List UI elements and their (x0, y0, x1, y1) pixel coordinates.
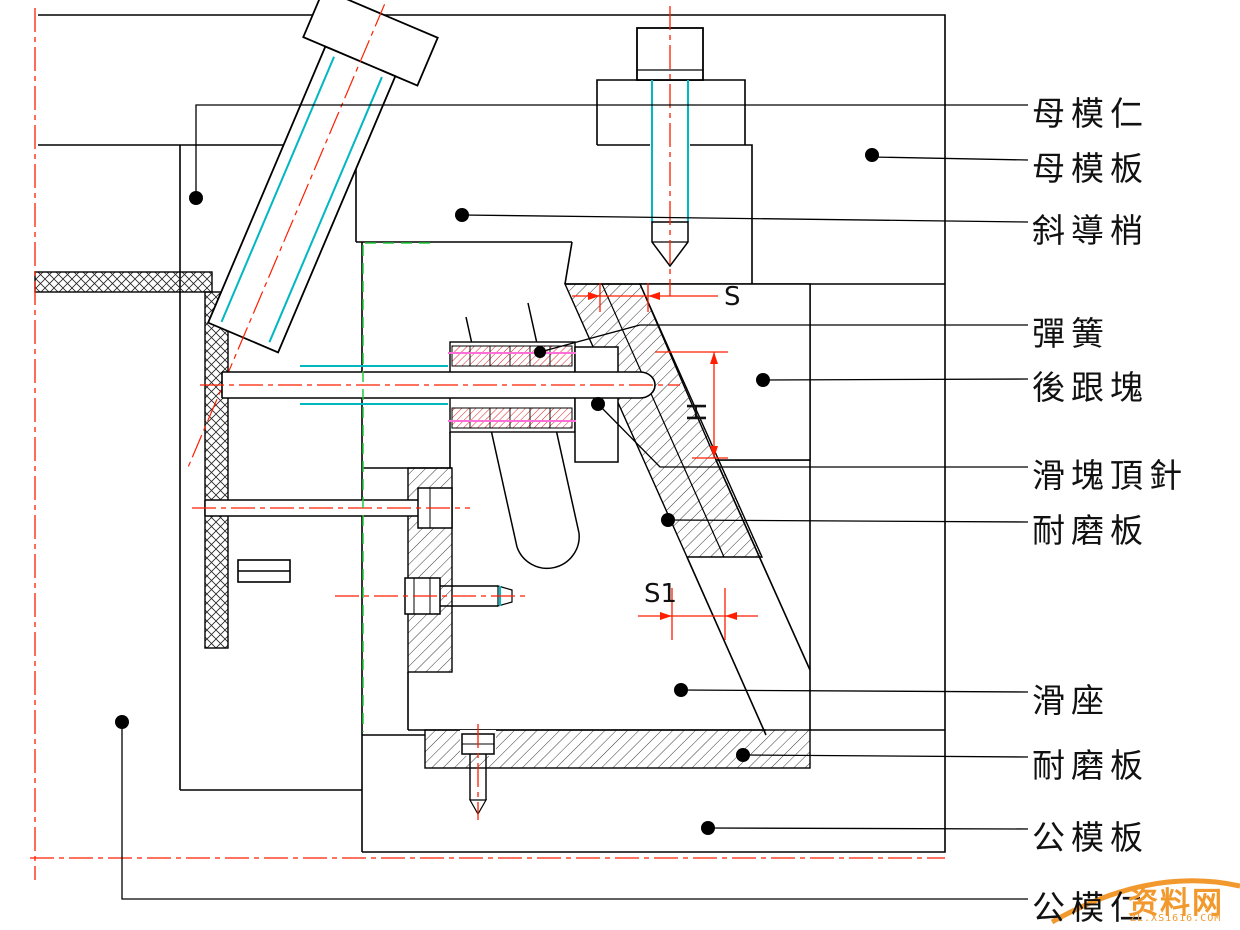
dimension-s: S (724, 282, 741, 312)
dot-angle-pin (455, 208, 469, 222)
left-crosshatch-bar (34, 271, 213, 293)
dot-core-insert (115, 715, 129, 729)
hidden-lines (362, 242, 430, 732)
label-heel-block: 後跟塊 (1032, 368, 1149, 407)
label-slider-seat: 滑座 (1032, 681, 1110, 720)
dot-core-plate (701, 821, 715, 835)
leader-dots (115, 148, 879, 835)
label-slider-ejector-pin: 滑塊頂針 (1032, 456, 1188, 495)
leader-lines (121, 104, 1029, 900)
dot-spring (534, 346, 546, 358)
label-core-insert: 公模仁 (1032, 888, 1149, 927)
dot-wear-plate-upper (661, 513, 675, 527)
dimensions: S H S1 (572, 282, 758, 640)
dot-cavity-insert (189, 191, 203, 205)
label-angle-pin: 斜導梢 (1032, 211, 1149, 250)
centerlines (30, 6, 945, 880)
label-spring: 彈簧 (1032, 314, 1110, 353)
dot-slider-seat (674, 683, 688, 697)
dot-wear-plate-lower (736, 748, 750, 762)
spring-assembly (221, 341, 656, 463)
spring-coil-bottom (451, 407, 573, 429)
watermark-url-text: ZL.XS1616.COM (1130, 913, 1222, 924)
watermark-logo-text: 资料网 (1128, 886, 1224, 921)
label-wear-plate-upper: 耐磨板 (1032, 511, 1149, 550)
dimension-h: H (683, 402, 713, 422)
label-core-plate: 公模板 (1032, 818, 1149, 857)
label-cavity-plate: 母模板 (1032, 149, 1149, 188)
left-crosshatch-strip (204, 291, 229, 649)
dot-cavity-plate (865, 148, 879, 162)
angle-pin-centerline (187, 4, 386, 469)
angle-pin (187, 0, 439, 469)
label-wear-plate-lower: 耐磨板 (1032, 746, 1149, 785)
watermark-swoosh (1050, 878, 1240, 925)
dot-slider-ejector-pin (591, 397, 605, 411)
dimension-s1: S1 (644, 579, 677, 609)
dot-heel-block (756, 373, 770, 387)
label-cavity-insert: 母模仁 (1032, 94, 1149, 133)
